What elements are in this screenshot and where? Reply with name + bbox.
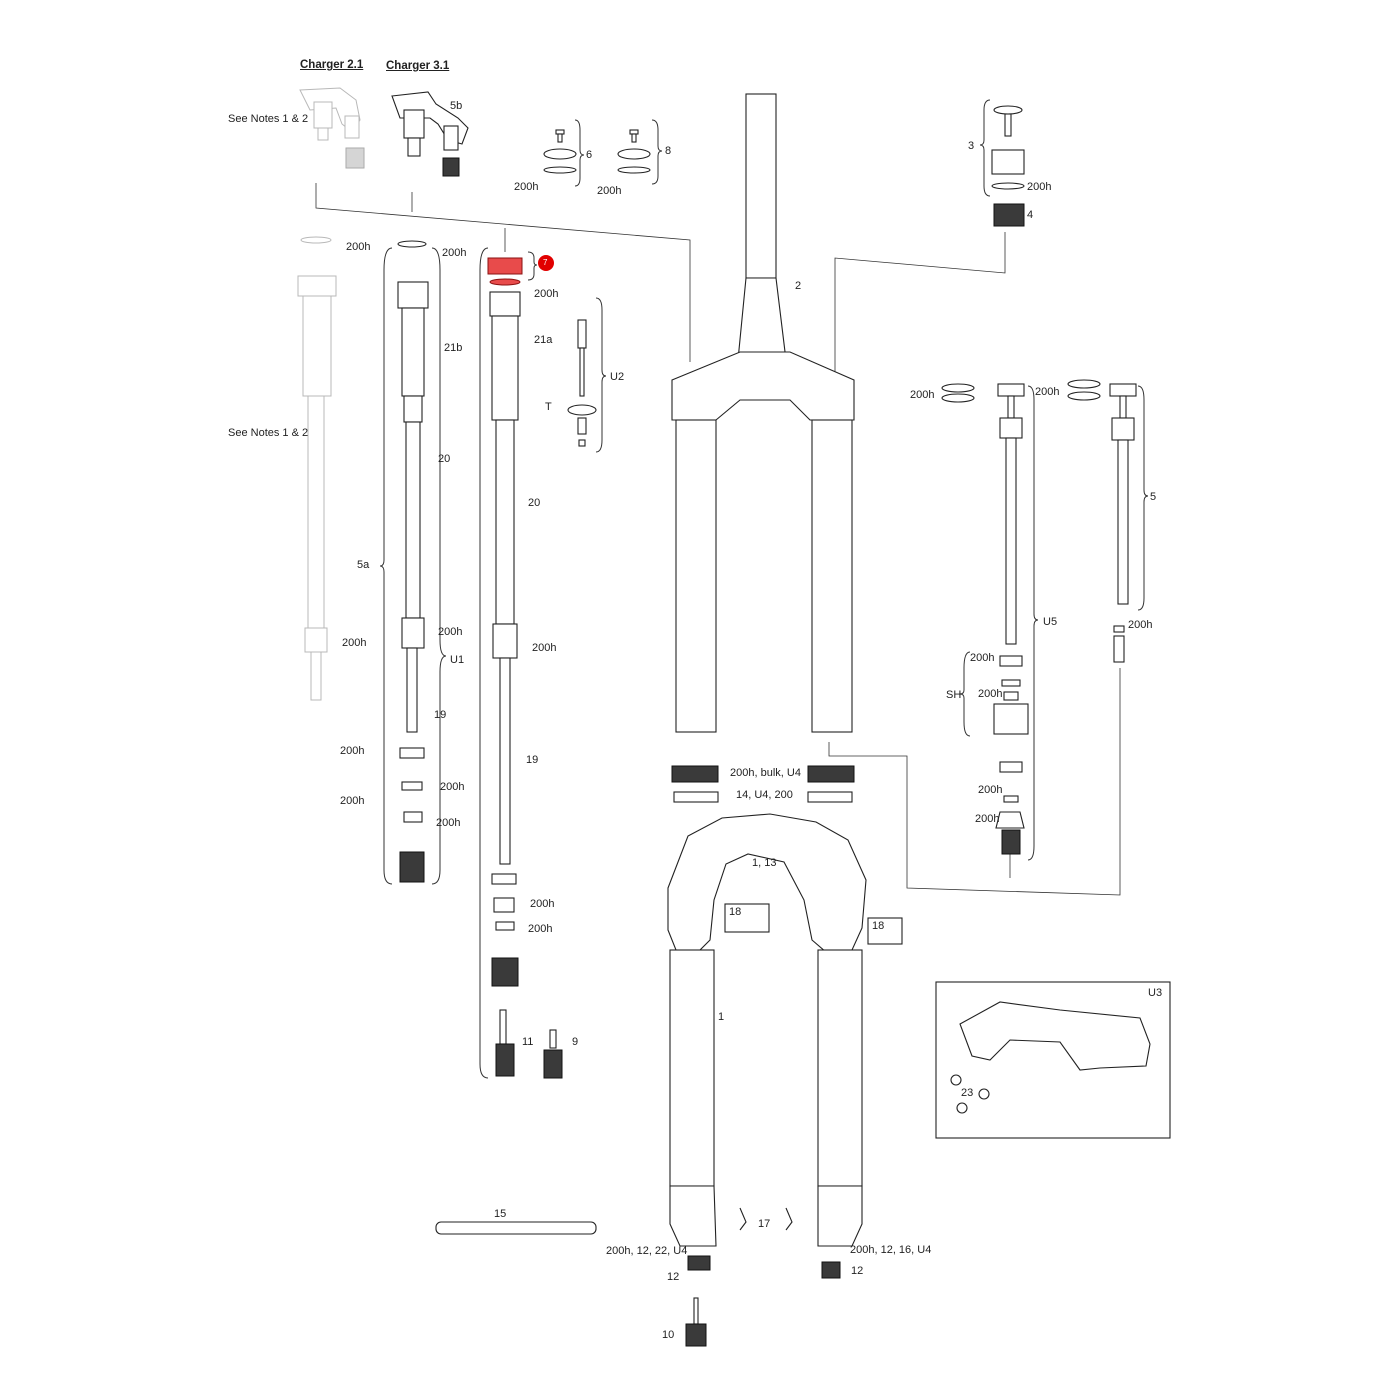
label-21a: 21a bbox=[534, 334, 553, 346]
label-200h: 200h bbox=[530, 898, 555, 910]
label-12-left: 12 bbox=[667, 1271, 680, 1283]
lower-leg-1 bbox=[667, 813, 867, 1347]
grouping-braces bbox=[379, 99, 1149, 1079]
label-200h: 200h bbox=[514, 181, 539, 193]
heading-charger-2-1: Charger 2.1 bbox=[300, 59, 364, 71]
label-10: 10 bbox=[662, 1329, 675, 1341]
label-19-left: 19 bbox=[434, 709, 447, 721]
label-12-right: 12 bbox=[851, 1265, 864, 1277]
label-200h: 200h bbox=[342, 637, 367, 649]
notes-top: See Notes 1 & 2 bbox=[228, 113, 309, 125]
label-200h: 200h bbox=[597, 185, 622, 197]
label-foot-right: 200h, 12, 16, U4 bbox=[850, 1244, 932, 1256]
label-200h: 200h bbox=[442, 247, 467, 259]
label-4: 4 bbox=[1027, 209, 1034, 221]
cable-clips-17 bbox=[739, 1207, 793, 1231]
damper-cartridge-right bbox=[487, 257, 563, 1079]
label-200h: 200h bbox=[1128, 619, 1153, 631]
charger-2-1-ghost-assembly bbox=[297, 87, 365, 701]
label-3: 3 bbox=[968, 140, 975, 152]
label-sh: SH bbox=[946, 689, 962, 701]
label-200h: 200h bbox=[346, 241, 371, 253]
label-bulk-u4: 200h, bulk, U4 bbox=[730, 767, 801, 779]
top-cap-parts bbox=[543, 129, 651, 174]
label-200h: 200h bbox=[438, 626, 463, 638]
valve-assembly-u2 bbox=[567, 319, 597, 447]
thru-axle-15 bbox=[435, 1221, 597, 1235]
label-5b: 5b bbox=[450, 100, 463, 112]
air-spring-5 bbox=[1067, 379, 1137, 663]
label-200h: 200h bbox=[978, 784, 1003, 796]
label-u2: U2 bbox=[610, 371, 625, 383]
label-foot-left: 200h, 12, 22, U4 bbox=[606, 1245, 688, 1257]
heading-charger-3-1: Charger 3.1 bbox=[386, 60, 450, 72]
highlight-marker-dot bbox=[538, 255, 554, 271]
label-19-right: 19 bbox=[526, 754, 539, 766]
label-5a: 5a bbox=[357, 559, 370, 571]
seal-rings bbox=[671, 765, 855, 803]
label-15: 15 bbox=[494, 1208, 507, 1220]
label-200h: 200h bbox=[1035, 386, 1060, 398]
label-18-right: 18 bbox=[872, 920, 885, 932]
label-200h: 200h bbox=[1027, 181, 1052, 193]
label-200h: 200h bbox=[340, 795, 365, 807]
label-23: 23 bbox=[961, 1087, 974, 1099]
label-9: 9 bbox=[572, 1036, 579, 1048]
crown-steerer-assembly-2 bbox=[671, 93, 855, 733]
label-u3: U3 bbox=[1148, 987, 1163, 999]
label-11: 11 bbox=[522, 1036, 534, 1048]
label-21b: 21b bbox=[444, 342, 463, 354]
label-200h: 200h bbox=[970, 652, 995, 664]
label-200h: 200h bbox=[975, 813, 1000, 825]
label-18-left: 18 bbox=[729, 906, 742, 918]
label-20-left: 20 bbox=[438, 453, 451, 465]
label-200h: 200h bbox=[978, 688, 1003, 700]
label-u1: U1 bbox=[450, 654, 465, 666]
fender-u3-box bbox=[935, 981, 1171, 1139]
label-200h: 200h bbox=[436, 817, 461, 829]
label-200h: 200h bbox=[440, 781, 465, 793]
box-18-right bbox=[867, 917, 903, 945]
label-1-13: 1, 13 bbox=[752, 857, 777, 869]
box-18-left bbox=[724, 903, 770, 933]
air-spring-u5 bbox=[941, 383, 1029, 855]
label-u5: U5 bbox=[1043, 616, 1058, 628]
label-14-u4-200: 14, U4, 200 bbox=[736, 789, 793, 801]
label-200h: 200h bbox=[340, 745, 365, 757]
label-17: 17 bbox=[758, 1218, 771, 1230]
label-20-right: 20 bbox=[528, 497, 541, 509]
label-200h: 200h bbox=[910, 389, 935, 401]
label-5: 5 bbox=[1150, 491, 1157, 503]
label-6: 6 bbox=[586, 149, 593, 161]
highlighted-part-7 bbox=[487, 257, 523, 275]
charger-3-1-cap-5b bbox=[391, 91, 469, 177]
label-1: 1 bbox=[718, 1011, 725, 1023]
damper-cartridge-left bbox=[397, 240, 429, 883]
label-t: T bbox=[545, 401, 552, 413]
notes-middle: See Notes 1 & 2 bbox=[228, 427, 309, 439]
label-8: 8 bbox=[665, 145, 672, 157]
label-200h: 200h bbox=[532, 642, 557, 654]
highlight-marker-number: 7 bbox=[543, 258, 548, 267]
label-200h: 200h bbox=[528, 923, 553, 935]
label-2: 2 bbox=[795, 280, 802, 292]
label-200h: 200h bbox=[534, 288, 559, 300]
air-cap-3-4 bbox=[991, 105, 1025, 227]
